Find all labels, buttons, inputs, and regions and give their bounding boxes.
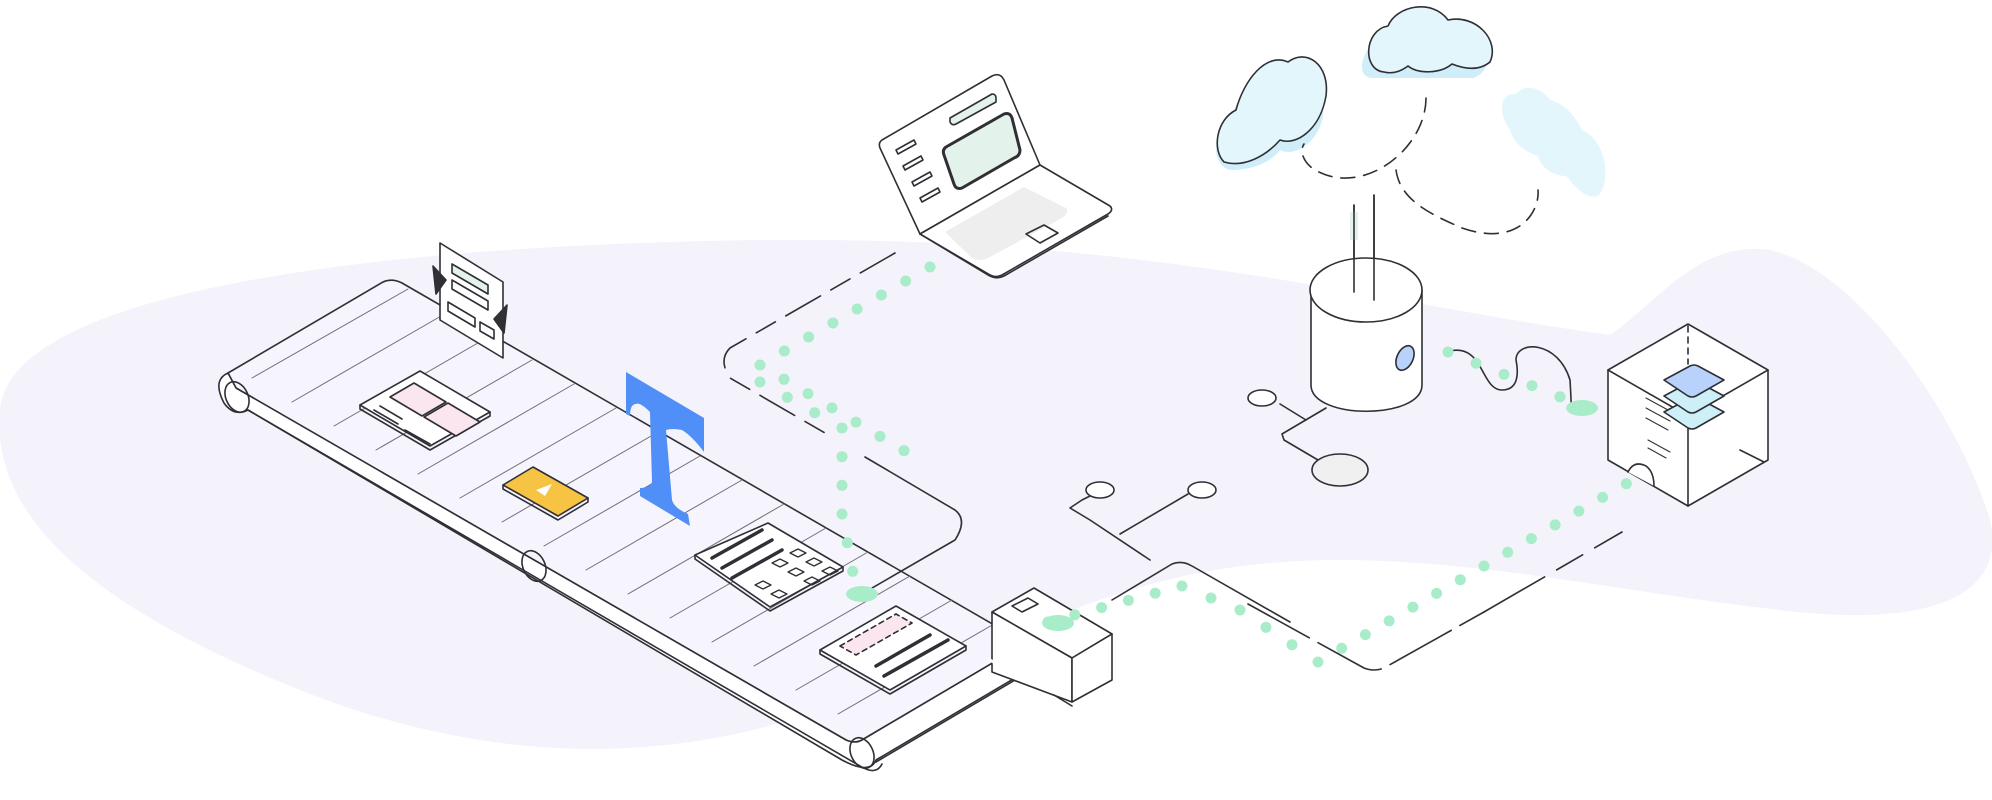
belt-item-tiles-card <box>359 370 491 451</box>
flow-dot <box>1573 505 1585 517</box>
gateway-box-icon <box>988 587 1113 707</box>
flow-dot <box>850 416 862 428</box>
pipe-network <box>1069 481 1623 671</box>
flow-dot <box>778 373 790 385</box>
flow-dot <box>1234 604 1246 616</box>
flow-dot <box>1470 357 1482 369</box>
flow-dot <box>1502 546 1514 558</box>
flow-dot <box>1122 594 1134 606</box>
database-cylinder-icon <box>1247 194 1587 487</box>
flow-dot <box>836 508 848 520</box>
flow-dot <box>1383 615 1395 627</box>
flow-dot <box>836 451 848 463</box>
flow-dot <box>778 345 790 357</box>
flow-dot <box>1407 601 1419 613</box>
flow-glow <box>1566 400 1598 416</box>
belt-item-document-card <box>819 605 967 695</box>
flow-dot <box>1176 580 1188 592</box>
flow-dot <box>851 303 863 315</box>
logo-letter: T <box>0 0 1 1</box>
flow-dot <box>1498 368 1510 380</box>
flow-glow <box>846 586 878 602</box>
flow-dot <box>1260 621 1272 633</box>
laptop-belt-connector <box>723 252 963 596</box>
flow-dot <box>1620 478 1632 490</box>
flow-dot <box>874 430 886 442</box>
flow-dot <box>781 391 793 403</box>
flow-dot <box>754 376 766 388</box>
flow-dot <box>847 565 859 577</box>
flow-dot <box>754 359 766 371</box>
flow-dot <box>924 261 936 273</box>
flow-glow <box>1042 615 1074 631</box>
flow-dot <box>1312 656 1324 668</box>
flow-dot <box>836 479 848 491</box>
flow-dot <box>836 422 848 434</box>
conveyor-belt-icon <box>218 279 1039 772</box>
flow-dot <box>875 289 887 301</box>
flow-dot <box>1549 519 1561 531</box>
flow-dot <box>1597 491 1609 503</box>
belt-item-video-tile <box>502 466 589 521</box>
storage-cube-icon <box>1607 323 1769 507</box>
flow-dot <box>1359 629 1371 641</box>
flow-dot <box>1526 380 1538 392</box>
flow-dot <box>1431 587 1443 599</box>
flow-dot <box>841 537 853 549</box>
flow-dot <box>1096 602 1108 614</box>
flow-dot <box>1286 639 1298 651</box>
flow-dot <box>1442 346 1454 358</box>
flow-dot <box>1554 391 1566 403</box>
laptop-icon <box>878 73 1113 279</box>
flow-dot <box>1149 587 1161 599</box>
belt-item-keyboard-card <box>694 522 844 612</box>
flow-dot <box>1454 574 1466 586</box>
data-flow-dots <box>754 261 1632 668</box>
typography-logo-icon: T <box>0 0 704 526</box>
flow-dot <box>1525 533 1537 545</box>
form-selector-icon <box>432 242 508 359</box>
flow-dot <box>1205 592 1217 604</box>
flow-dot <box>1336 642 1348 654</box>
cloud-icon <box>1215 6 1606 235</box>
flow-dot <box>826 402 838 414</box>
flow-dot <box>1069 609 1081 621</box>
flow-dot <box>809 407 821 419</box>
flow-dot <box>827 317 839 329</box>
flow-dot <box>802 388 814 400</box>
flow-dot <box>900 275 912 287</box>
flow-dot <box>1478 560 1490 572</box>
flow-dot <box>898 445 910 457</box>
flow-dot <box>803 331 815 343</box>
